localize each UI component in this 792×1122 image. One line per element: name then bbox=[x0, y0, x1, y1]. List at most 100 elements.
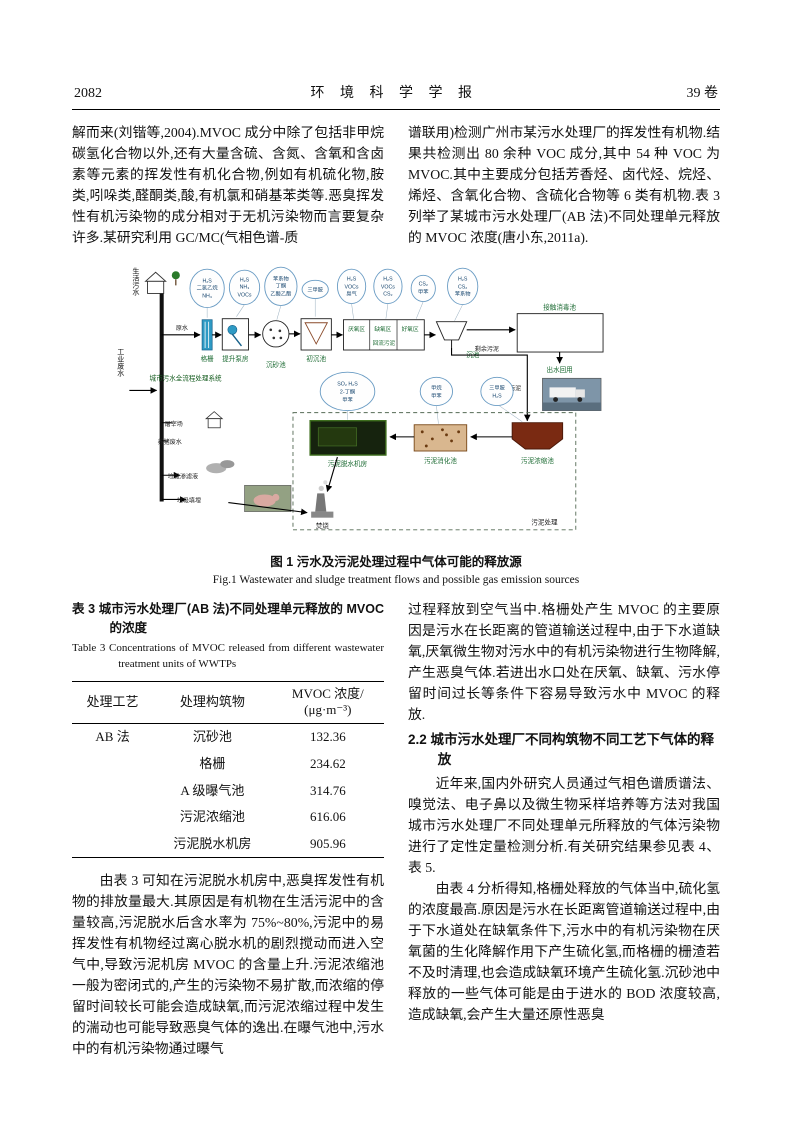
cloud-text: 苯系物 bbox=[273, 274, 289, 282]
sludge-treatment-boundary bbox=[292, 411, 577, 531]
label-industrial-wastewater: 工业废水 bbox=[117, 348, 125, 376]
label-pump-house: 提升泵房 bbox=[222, 354, 249, 363]
label-system-name: 城市污水全流程处理系统 bbox=[150, 373, 222, 382]
cloud-text: 臭气 bbox=[346, 289, 357, 297]
label-primary-tank: 初沉池 bbox=[306, 354, 326, 363]
rock-pile-icon bbox=[206, 459, 235, 474]
gas-cloud-5: H₂S VOCs 臭气 bbox=[336, 268, 367, 304]
gas-cloud-8: H₂S CS₂ 苯系物 bbox=[447, 267, 479, 305]
dewatering-house-shape bbox=[309, 419, 387, 456]
cloud-text: H₂S bbox=[202, 278, 212, 284]
table-row: 污泥脱水机房 905.96 bbox=[72, 831, 384, 858]
cloud-text: H₂S bbox=[492, 393, 502, 399]
gas-cloud-2: H₂S NH₃ VOCs bbox=[228, 269, 261, 305]
table-row: AB 法 沉砂池 132.36 bbox=[72, 723, 384, 750]
cloud-text: 乙酸乙酯 bbox=[270, 289, 291, 297]
cell-process: AB 法 bbox=[95, 729, 130, 745]
paragraph-right-2: 近年来,国内外研究人员通过气相色谱质谱法、嗅觉法、电子鼻以及微生物采样培养等方法… bbox=[408, 776, 720, 875]
gas-cloud-4: 三甲胺 bbox=[301, 279, 329, 299]
cloud-text: 三甲胺 bbox=[307, 285, 323, 293]
label-grit-chamber: 沉砂池 bbox=[266, 360, 286, 369]
cell-structure: 沉砂池 bbox=[192, 729, 232, 745]
bar-screen-shape bbox=[201, 319, 213, 351]
figure-caption-cn: 图 1 污水及污泥处理过程中气体可能的释放源 bbox=[270, 554, 522, 569]
gas-cloud-1: H₂S 二氯乙烷 NH₃ bbox=[189, 268, 225, 308]
sludge-gas-cloud-3: 三甲胺 H₂S bbox=[480, 376, 514, 406]
cloud-text: SO₂ H₂S bbox=[337, 381, 358, 387]
cloud-text: NH₃ bbox=[202, 293, 212, 299]
cloud-text: 苯系物 bbox=[455, 289, 471, 297]
bottom-columns: 表 3 城市污水处理厂(AB 法)不同处理单元释放的 MVOC 的浓度 Tabl… bbox=[72, 600, 720, 1060]
table-3: 处理工艺 处理构筑物 MVOC 浓度/ (μg·m⁻³) AB 法 沉砂池 13… bbox=[72, 681, 384, 859]
figure-1: 生活污水 工业废水 H₂S 二氯乙烷 NH₃ H₂S NH₃ VOCs 苯系物 … bbox=[72, 259, 720, 586]
cloud-text: H₂S bbox=[458, 276, 468, 282]
table-header-row: 处理工艺 处理构筑物 MVOC 浓度/ (μg·m⁻³) bbox=[72, 681, 384, 724]
gas-cloud-3: 苯系物 丁酮 乙酸乙酯 bbox=[264, 266, 298, 306]
house-icon bbox=[144, 271, 167, 294]
incinerator-icon bbox=[311, 480, 334, 518]
sludge-gas-cloud-1: SO₂ H₂S 2-丁酮 甲苯 bbox=[319, 371, 376, 411]
label-effluent-reuse: 出水回用 bbox=[547, 365, 573, 374]
biological-tanks-shape bbox=[343, 319, 425, 351]
section-heading-2-2: 2.2 城市污水处理厂不同构筑物不同工艺下气体的释放 bbox=[408, 731, 715, 767]
gas-cloud-7: CS₂ 甲苯 bbox=[410, 274, 436, 302]
label-slaughterhouse: 屠宰场 bbox=[165, 420, 183, 428]
figure-caption-en: Fig.1 Wastewater and sludge treatment fl… bbox=[212, 573, 580, 586]
contact-tank-shape bbox=[516, 313, 604, 353]
table-row: 污泥浓缩池 616.06 bbox=[72, 804, 384, 831]
col-header-structure: 处理构筑物 bbox=[153, 681, 272, 724]
cloud-text: 三甲胺 bbox=[489, 383, 505, 391]
effluent-photo bbox=[542, 377, 602, 411]
clarifier-shape bbox=[435, 321, 468, 348]
label-pig-wastewater: 养猪废水 bbox=[158, 438, 182, 446]
volume-number: 39 卷 bbox=[686, 86, 719, 101]
label-domestic-sewage: 生活污水 bbox=[132, 266, 140, 295]
cell-concentration: 616.06 bbox=[309, 809, 346, 825]
label-surplus-sludge: 剩余污泥 bbox=[475, 345, 499, 353]
page-number: 2082 bbox=[74, 86, 102, 101]
cloud-text: VOCs bbox=[345, 284, 359, 290]
col-header-concentration-line2: (μg·m⁻³) bbox=[304, 702, 352, 718]
label-aerobic-zone: 好氧区 bbox=[402, 325, 419, 333]
cloud-text: H₂S bbox=[240, 277, 250, 283]
label-sludge-treatment: 污泥处理 bbox=[531, 518, 558, 527]
cell-concentration: 905.96 bbox=[309, 836, 346, 852]
paragraph-right-3: 由表 4 分析得知,格栅处释放的气体当中,硫化氢的浓度最高.原因是污水在长距离管… bbox=[408, 880, 720, 1022]
cell-process bbox=[72, 777, 153, 804]
cloud-text: 二氯乙烷 bbox=[197, 283, 219, 291]
cell-concentration: 314.76 bbox=[309, 782, 346, 798]
cloud-text: H₂S bbox=[383, 276, 393, 282]
label-bar-screen: 格栅 bbox=[201, 354, 215, 363]
paragraph-left-bottom: 由表 3 可知在污泥脱水机房中,恶臭挥发性有机物的排放量最大.其原因是有机物在生… bbox=[72, 873, 384, 1057]
cloud-text: 甲苯 bbox=[418, 287, 429, 295]
cloud-text: 丁酮 bbox=[276, 282, 287, 289]
label-anoxic-zone: 缺氧区 bbox=[374, 325, 391, 333]
table3-title-cn: 表 3 城市污水处理厂(AB 法)不同处理单元释放的 MVOC 的浓度 bbox=[72, 601, 384, 635]
tree-icon bbox=[171, 271, 180, 286]
cloud-text: CS₂ bbox=[419, 281, 428, 287]
cell-process bbox=[72, 831, 153, 858]
journal-title: 环 境 科 学 学 报 bbox=[310, 86, 478, 101]
label-contact-tank: 接触消毒池 bbox=[543, 302, 576, 311]
cell-concentration: 132.36 bbox=[309, 729, 346, 745]
digestion-tank-shape bbox=[413, 424, 468, 452]
cloud-text: CS₂ bbox=[383, 291, 392, 297]
cell-structure: 格栅 bbox=[199, 755, 226, 771]
col-header-process: 处理工艺 bbox=[72, 681, 154, 724]
cell-structure: 污泥浓缩池 bbox=[179, 809, 245, 825]
label-sludge: 污泥 bbox=[509, 384, 521, 392]
grit-chamber-shape bbox=[262, 320, 290, 348]
cell-process bbox=[72, 804, 153, 831]
cloud-text: CS₂ bbox=[458, 284, 467, 290]
cell-concentration: 234.62 bbox=[309, 755, 346, 771]
col-header-concentration: MVOC 浓度/ (μg·m⁻³) bbox=[271, 681, 384, 724]
cloud-text: 甲苯 bbox=[342, 395, 353, 403]
pump-house-shape bbox=[221, 318, 249, 351]
process-flow-diagram: 生活污水 工业废水 H₂S 二氯乙烷 NH₃ H₂S NH₃ VOCs 苯系物 … bbox=[117, 266, 604, 531]
paragraph-right-top: 谱联用)检测广州市某污水处理厂的挥发性有机物.结果共检测出 80 余种 VOC … bbox=[408, 125, 720, 245]
cell-structure: 污泥脱水机房 bbox=[173, 836, 252, 852]
thickening-tank-shape bbox=[511, 422, 564, 450]
sludge-gas-cloud-2: 甲烷 甲苯 bbox=[419, 376, 454, 406]
table-row: 格栅 234.62 bbox=[72, 750, 384, 777]
